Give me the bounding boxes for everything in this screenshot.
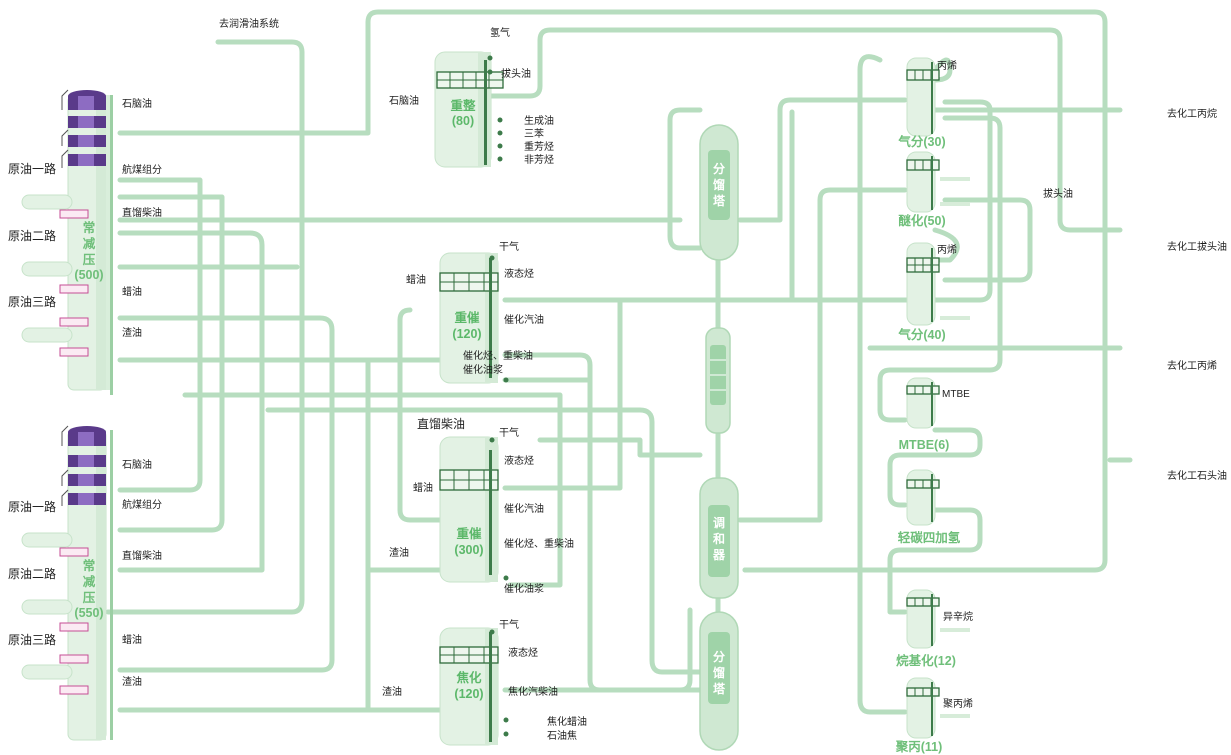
ether-name: 醚化(50) <box>898 213 945 228</box>
reformer-capacity: (80) <box>452 114 474 128</box>
cdu1-tower <box>21 89 113 395</box>
c4-hydrogenation-name: 轻碳四加氢 <box>898 530 961 545</box>
cdu1-product-naphtha: 石脑油 <box>122 97 152 110</box>
fcc1-capacity: (120) <box>452 327 481 341</box>
cdu2-product-residue: 渣油 <box>122 675 142 688</box>
fcc2-name: 重催 <box>456 526 482 541</box>
blender-char3: 器 <box>712 548 726 562</box>
blender-char1: 调 <box>713 516 725 530</box>
far-right-topped-oil: 拔头油 <box>1043 187 1073 200</box>
cdu1-product-wax: 蜡油 <box>122 285 142 298</box>
reformer-out-topped-oil: 拔头油 <box>501 67 531 80</box>
fcc2-input-wax: 蜡油 <box>413 481 433 494</box>
reformer-out-non-aromatics: 非芳烃 <box>524 153 554 166</box>
center-vessels <box>699 124 739 751</box>
coker-capacity: (120) <box>454 687 483 701</box>
cdu2-feed-2: 原油二路 <box>8 566 56 581</box>
reformer-out-reformate: 生成油 <box>524 114 554 127</box>
cdu1-name-line3: 压 <box>83 253 96 267</box>
cdu1-feed-2: 原油二路 <box>8 228 56 243</box>
frac2-char1: 分 <box>713 649 725 664</box>
fcc1-out-gasoline: 催化汽油 <box>504 313 544 326</box>
gas1-out-propylene: 丙烯 <box>937 59 957 72</box>
fcc2-out-gasoline: 催化汽油 <box>504 502 544 515</box>
blender-char2: 和 <box>712 531 725 546</box>
mtbe-out: MTBE <box>942 389 970 400</box>
frac2-char3: 塔 <box>713 681 726 696</box>
cdu1-name-line2: 减 <box>83 236 96 251</box>
pp-name: 聚丙(11) <box>895 740 943 754</box>
reformer-tower <box>434 51 504 168</box>
cdu2-capacity: (550) <box>74 606 103 620</box>
lube-system-label: 去润滑油系统 <box>219 17 279 30</box>
cdu2-name-line1: 常 <box>83 558 96 573</box>
reformer-out-hydrogen: 氢气 <box>490 26 510 39</box>
fcc2-out-slurry: 催化油浆 <box>504 582 544 595</box>
pp-out-polypropylene: 聚丙烯 <box>943 697 973 710</box>
cdu2-name-line3: 压 <box>83 591 96 605</box>
cdu1-feed-3: 原油三路 <box>8 294 56 309</box>
coker-input-label: 渣油 <box>382 685 402 698</box>
fcc1-name: 重催 <box>454 310 480 325</box>
reformer-out-heavy-aromatics: 重芳烃 <box>524 140 554 153</box>
mtbe-name: MTBE(6) <box>899 438 950 452</box>
cdu2-product-jet: 航煤组分 <box>122 498 162 511</box>
frac2-char2: 馏 <box>713 665 725 680</box>
fcc2-out-diesel: 催化烃、重柴油 <box>504 537 574 550</box>
cdu1-name-line1: 常 <box>83 220 96 235</box>
cdu2-product-naphtha: 石脑油 <box>122 458 152 471</box>
coker-tower <box>439 627 509 746</box>
gas1-name: 气分(30) <box>897 134 945 149</box>
dest-chem-propane: 去化工丙烷 <box>1167 107 1217 120</box>
cdu1-product-residue: 渣油 <box>122 326 142 339</box>
fcc1-out-dry-gas: 干气 <box>499 240 519 253</box>
fcc2-tower <box>439 436 509 583</box>
coker-out-coke: 石油焦 <box>547 729 577 742</box>
cdu2-feed-1: 原油一路 <box>8 499 56 514</box>
fcc1-out-diesel: 催化烃、重柴油 <box>463 349 533 362</box>
fcc2-input-residue: 渣油 <box>389 546 409 559</box>
dest-chem-stone-oil: 去化工石头油 <box>1167 469 1227 482</box>
fcc1-tower <box>439 252 509 384</box>
cdu1-product-jet: 航煤组分 <box>122 163 162 176</box>
gas2-out-propylene: 丙烯 <box>937 243 957 256</box>
coker-out-wax: 焦化蜡油 <box>547 715 587 728</box>
cdu2-product-diesel: 直馏柴油 <box>122 549 162 562</box>
cdu1-product-diesel: 直馏柴油 <box>122 206 162 219</box>
dest-chem-propylene: 去化工丙烯 <box>1167 359 1217 372</box>
frac1-char2: 馏 <box>713 177 725 192</box>
gas2-name: 气分(40) <box>897 327 945 342</box>
cdu2-name-line2: 减 <box>83 574 96 589</box>
fcc1-out-lpg: 液态烃 <box>504 267 534 280</box>
cdu2-product-wax: 蜡油 <box>122 633 142 646</box>
cdu2-feed-3: 原油三路 <box>8 632 56 647</box>
fcc1-out-slurry: 催化油浆 <box>463 363 503 376</box>
fcc2-top-input-label: 直馏柴油 <box>417 417 465 431</box>
fcc2-out-lpg: 液态烃 <box>504 454 534 467</box>
cdu2-tower <box>21 425 113 741</box>
reformer-input-label: 石脑油 <box>389 94 419 107</box>
reformer-name: 重整 <box>450 98 476 113</box>
cdu1-feed-1: 原油一路 <box>8 161 56 176</box>
coker-out-gasdiesel: 焦化汽柴油 <box>508 685 558 698</box>
cdu1-capacity: (500) <box>74 268 103 282</box>
fcc1-input-label: 蜡油 <box>406 273 426 286</box>
fcc2-capacity: (300) <box>454 543 483 557</box>
fcc2-out-dry-gas: 干气 <box>499 426 519 439</box>
dest-chem-topped-oil: 去化工拔头油 <box>1167 240 1227 253</box>
frac1-char1: 分 <box>713 161 725 176</box>
frac1-char3: 塔 <box>713 193 726 208</box>
pipe-network <box>105 9 1133 715</box>
coker-out-lpg: 液态烃 <box>508 646 538 659</box>
right-unit-columns <box>906 57 970 739</box>
reformer-out-btx: 三苯 <box>524 127 544 140</box>
coker-name: 焦化 <box>455 670 482 685</box>
alky-name: 烷基化(12) <box>896 653 956 668</box>
coker-out-dry-gas: 干气 <box>499 618 519 631</box>
alky-out-isooctane: 异辛烷 <box>943 610 973 623</box>
